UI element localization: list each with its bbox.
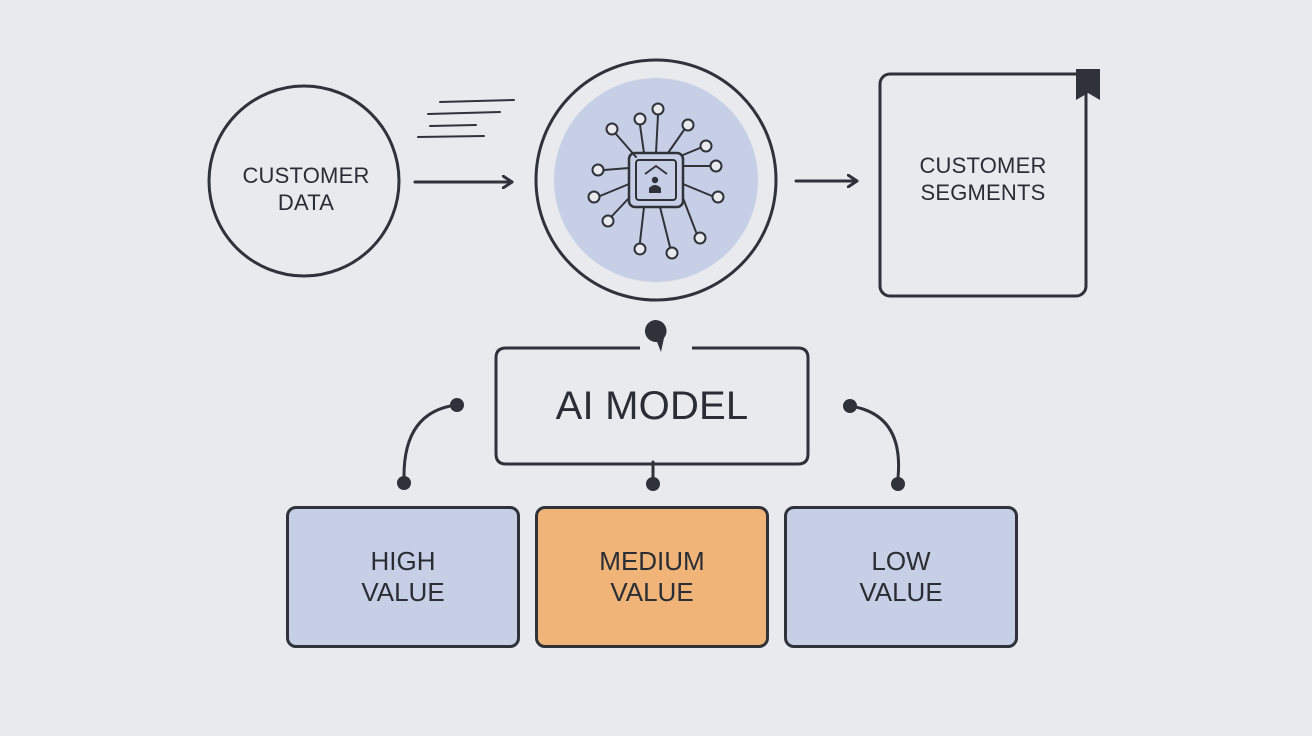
connector-dots: [397, 398, 905, 491]
customer-data-node: [207, 84, 401, 278]
circuit-chip-icon: [587, 102, 725, 260]
high-value-node: HIGH VALUE: [286, 506, 520, 648]
customer-segments-node: [878, 72, 1088, 298]
customer-segments-label: CUSTOMER SEGMENTS: [919, 152, 1047, 206]
ai-model-label: AI MODEL: [555, 384, 749, 428]
person-icon: [644, 164, 668, 193]
medium-value-node: MEDIUM VALUE: [535, 506, 769, 648]
low-value-node: LOW VALUE: [784, 506, 1018, 648]
processor-node: [534, 58, 778, 302]
speed-lines: [417, 99, 515, 138]
map-pin-icon: [644, 319, 667, 352]
customer-data-label: CUSTOMER DATA: [242, 162, 370, 216]
bookmark-icon: [1076, 69, 1100, 100]
